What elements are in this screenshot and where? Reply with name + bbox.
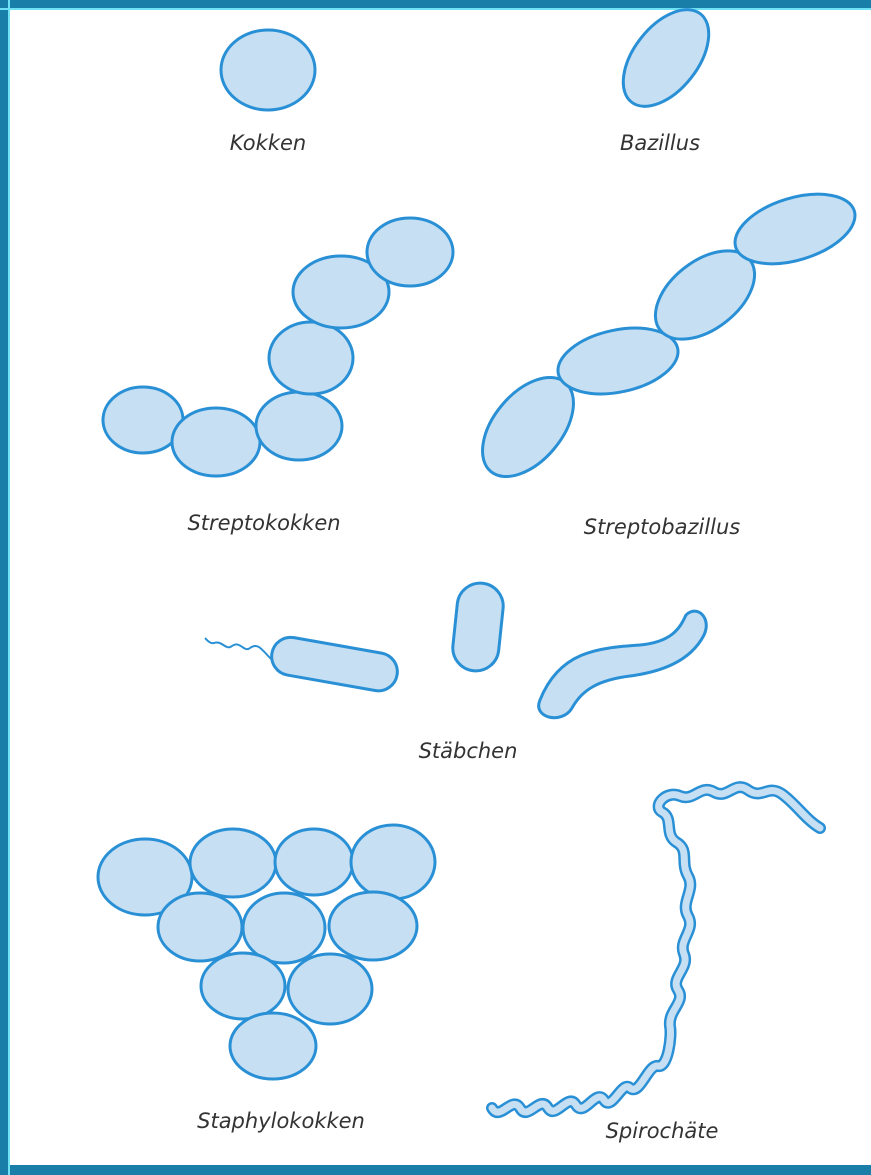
kokken-group: Kokken — [221, 30, 315, 155]
staphylococcus-cell — [288, 954, 372, 1024]
white-panel — [10, 10, 871, 1165]
coccus-cell — [221, 30, 315, 110]
streptococcus-cell — [269, 322, 353, 394]
streptococcus-cell — [256, 392, 342, 460]
staphylococcus-cell — [230, 1013, 316, 1079]
staphylococcus-cell — [243, 893, 325, 963]
streptococcus-cell — [172, 408, 260, 476]
staphylococcus-cell — [351, 825, 435, 899]
label-kokken: Kokken — [230, 131, 306, 155]
rod-cell-upright — [451, 581, 506, 673]
staphylococcus-cell — [201, 953, 285, 1019]
staphylococcus-cell — [190, 829, 276, 897]
streptococcus-cell — [367, 218, 453, 286]
label-bazillus: Bazillus — [620, 131, 700, 155]
label-spirochaete: Spirochäte — [606, 1119, 719, 1143]
label-streptokokken: Streptokokken — [187, 511, 340, 535]
label-streptobazillus: Streptobazillus — [584, 515, 741, 539]
staphylococcus-cell — [329, 892, 417, 960]
label-staphylokokken: Staphylokokken — [197, 1109, 365, 1133]
label-staebchen: Stäbchen — [419, 739, 518, 763]
staphylococcus-cell — [275, 829, 353, 895]
staphylococcus-cell — [158, 893, 242, 961]
